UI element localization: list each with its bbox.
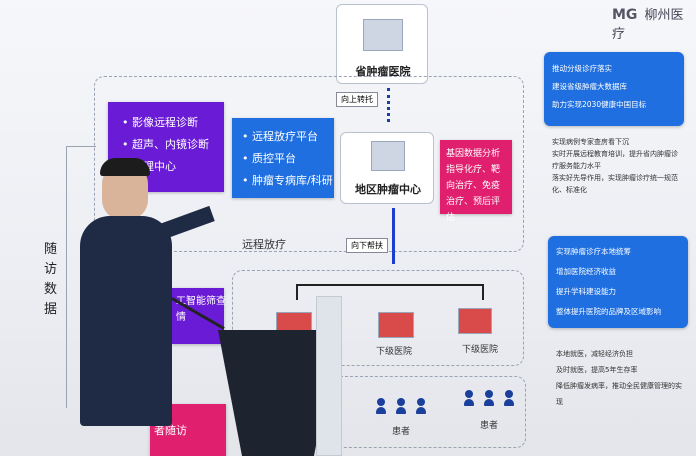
benefit-item-3: 提升学科建设能力 bbox=[556, 287, 616, 296]
benefit-item-2: 增加医院经济收益 bbox=[556, 267, 616, 276]
logo-brand: 柳州医疗 bbox=[612, 8, 684, 42]
lower-hospital-left: 下级医院 bbox=[376, 347, 413, 357]
ai-screening-line2: 情 bbox=[176, 312, 186, 323]
logo: MG 柳州医疗 bbox=[612, 4, 696, 42]
up-transfer-label: 向上转托 bbox=[336, 92, 378, 107]
down-arrow bbox=[392, 208, 395, 264]
ai-screening-line1: 工智能筛查 bbox=[176, 296, 226, 307]
benefit-item-1: 实现肿瘤诊疗本地统筹 bbox=[556, 247, 631, 256]
benefit-note-1: 本地就医，减轻经济负担 bbox=[556, 350, 633, 358]
goal-note-1: 实现病例专家查房看下沉 bbox=[552, 138, 629, 146]
benefit-note-2: 及时就医，提高5年生存率 bbox=[556, 366, 638, 374]
patients-left: 患者 bbox=[392, 427, 411, 437]
logo-mark: MG bbox=[612, 7, 638, 23]
followup-data-label: 随访数据 bbox=[44, 242, 58, 317]
pink-gene-box: 基因数据分析指导化疗、靶向治疗、免疫治疗、预后评估 bbox=[440, 140, 512, 223]
left-flow-line bbox=[66, 146, 96, 408]
patients-right: 患者 bbox=[480, 421, 499, 431]
pink-text: 基因数据分析指导化疗、靶向治疗、免疫治疗、预后评估 bbox=[446, 149, 501, 223]
presenter-hair bbox=[100, 158, 150, 176]
lower-hospitals-container bbox=[232, 270, 524, 366]
purple-item-1: 影像远程诊断 bbox=[122, 112, 224, 134]
patients-container bbox=[330, 376, 526, 448]
main-flow-container bbox=[94, 76, 524, 252]
goal-note-2: 实时开展远程教育培训，提升省内肿瘤诊疗服务能力水平 bbox=[552, 150, 678, 170]
top-hospital-label: 省肿瘤医院 bbox=[355, 65, 411, 78]
hospital-icon-b bbox=[378, 312, 414, 338]
goal-box: 推动分级诊疗落实 建设省级肿瘤大数据库 助力实现2030健康中国目标 bbox=[544, 52, 684, 126]
followup-text: 者随访 bbox=[154, 424, 187, 437]
remote-radiotherapy-label: 远程放疗 bbox=[242, 238, 286, 251]
down-help-label: 向下帮扶 bbox=[346, 238, 388, 253]
top-hospital-box: 省肿瘤医院 bbox=[336, 4, 428, 84]
hospital-connector bbox=[296, 284, 484, 300]
patient-icon-4 bbox=[464, 390, 474, 406]
presenter-suit bbox=[80, 216, 172, 426]
blue-item-3: 肿瘤专病库/科研 bbox=[242, 170, 334, 192]
lower-hospital-right: 下级医院 bbox=[462, 345, 499, 355]
patient-icon-3 bbox=[416, 398, 426, 414]
regional-center-box: 地区肿瘤中心 bbox=[340, 132, 434, 204]
goal-item-2: 建设省级肿瘤大数据库 bbox=[552, 82, 627, 91]
benefit-item-4: 整体提升医院的品牌及区域影响 bbox=[556, 307, 661, 316]
patient-icon-2 bbox=[396, 398, 406, 414]
presenter bbox=[80, 156, 215, 456]
light-stand bbox=[316, 296, 342, 456]
hospital-icon-c bbox=[458, 308, 492, 334]
goal-item-3: 助力实现2030健康中国目标 bbox=[552, 100, 647, 109]
hospital-building-icon bbox=[363, 19, 403, 51]
patient-icon-5 bbox=[484, 390, 494, 406]
patient-icon-6 bbox=[504, 390, 514, 406]
goal-note-3: 落实好先导作用，实现肿瘤诊疗统一规范化、标准化 bbox=[552, 174, 678, 194]
up-arrow bbox=[387, 88, 391, 122]
center-building-icon bbox=[371, 141, 405, 171]
benefit-box: 实现肿瘤诊疗本地统筹 增加医院经济收益 提升学科建设能力 整体提升医院的品牌及区… bbox=[548, 236, 688, 328]
blue-radiotherapy-box: 远程放疗平台 质控平台 肿瘤专病库/科研 bbox=[232, 118, 334, 198]
center-label: 地区肿瘤中心 bbox=[355, 183, 421, 196]
blue-item-1: 远程放疗平台 bbox=[242, 126, 334, 148]
benefit-notes: 本地就医，减轻经济负担 及时就医，提高5年生存率 降低肿瘤发病率，推动全民健康管… bbox=[556, 346, 688, 410]
goal-notes: 实现病例专家查房看下沉 实时开展远程教育培训，提升省内肿瘤诊疗服务能力水平 落实… bbox=[552, 136, 684, 196]
benefit-note-3: 降低肿瘤发病率，推动全民健康管理的实现 bbox=[556, 382, 682, 406]
goal-item-1: 推动分级诊疗落实 bbox=[552, 64, 612, 73]
purple-item-2: 超声、内镜诊断 bbox=[122, 134, 224, 156]
patient-icon-1 bbox=[376, 398, 386, 414]
ai-screening-box: 工智能筛查 情 bbox=[172, 288, 226, 344]
blue-item-2: 质控平台 bbox=[242, 148, 334, 170]
